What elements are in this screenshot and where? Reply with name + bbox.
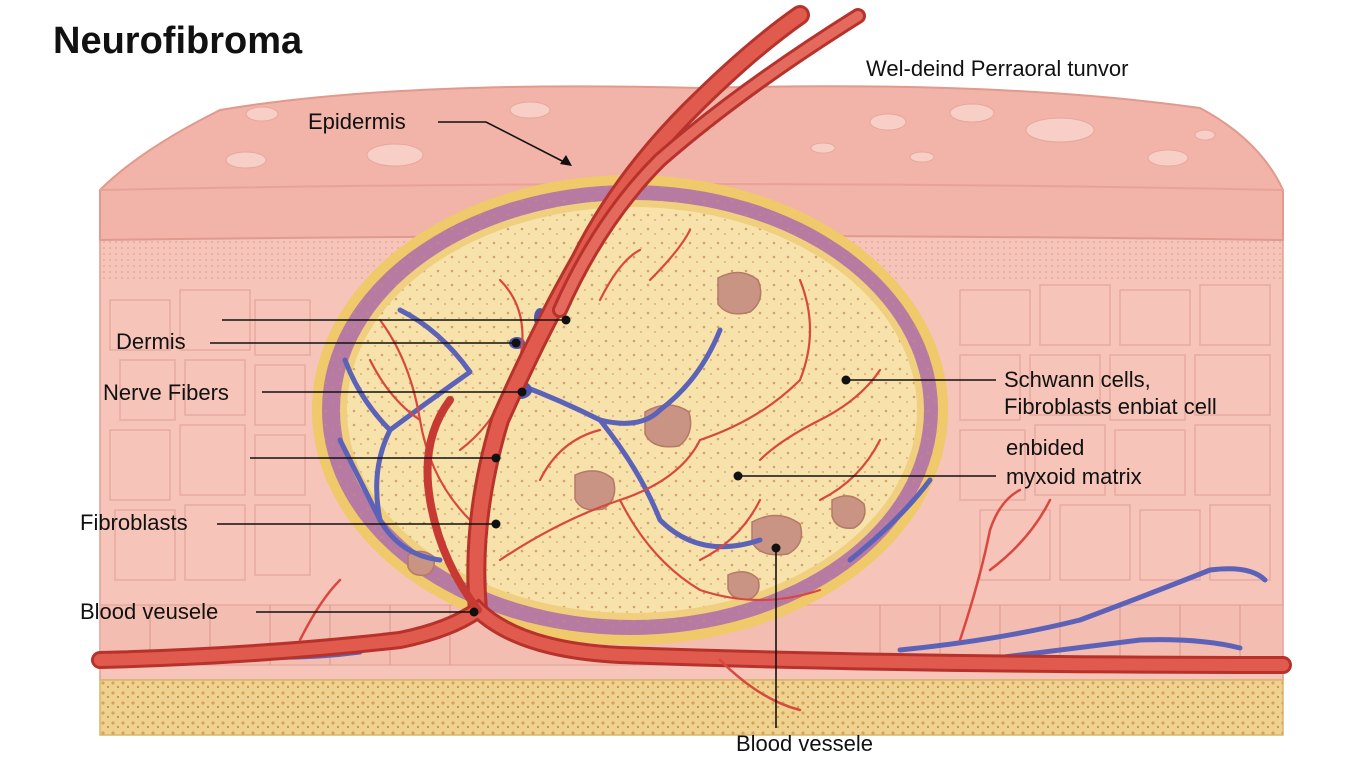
label-blood-vessel-bottom: Blood vessele <box>736 731 873 756</box>
diagram-title: Neurofibroma <box>53 20 303 62</box>
epidermis-droplets <box>225 101 1216 169</box>
label-myxoid-matrix: myxoid matrix <box>1006 464 1142 489</box>
leader-dots <box>469 315 851 617</box>
small-vessels <box>298 488 1052 712</box>
label-blood-vessel-left: Blood veusele <box>80 599 219 624</box>
label-nerve-fibers: Nerve Fibers <box>103 380 229 405</box>
diagram-subtitle: Wel-deind Perraoral tunvor <box>866 56 1129 81</box>
label-epidermis: Epidermis <box>308 109 406 134</box>
tumor-capillaries <box>368 228 882 602</box>
dermis-cell-network <box>109 284 1271 581</box>
label-schwann-cells: Schwann cells, <box>1004 367 1151 392</box>
leader-lines <box>210 121 996 728</box>
label-fibroblasts: Fibroblasts <box>80 510 188 535</box>
label-fibroblasts-cell: Fibroblasts enbiat cell <box>1004 394 1217 419</box>
label-embedded: enbided <box>1006 435 1085 460</box>
main-blood-vessel <box>91 5 1292 674</box>
label-dermis: Dermis <box>116 329 186 354</box>
